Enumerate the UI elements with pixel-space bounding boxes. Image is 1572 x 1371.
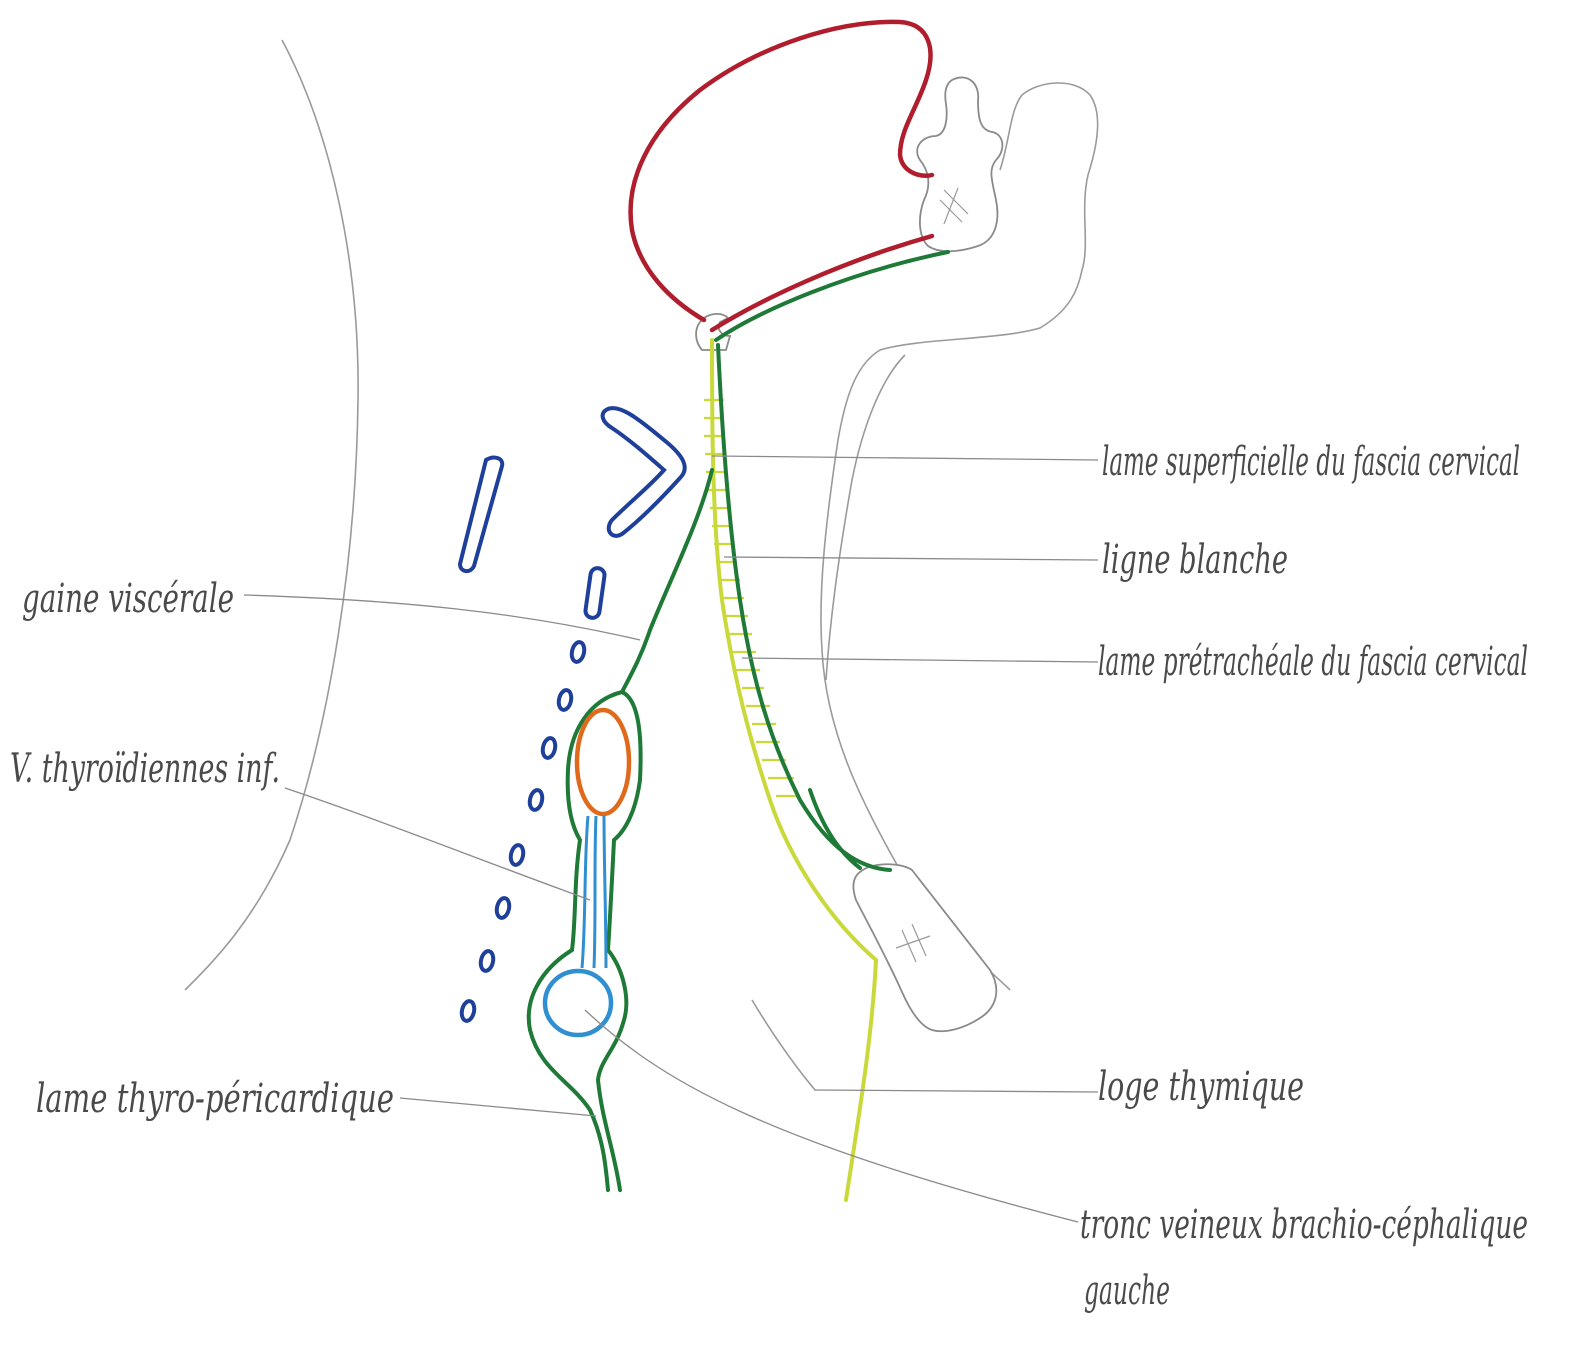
- label-loge-thymique: loge thymique: [1098, 1064, 1304, 1110]
- sternum-bone: [853, 864, 996, 1031]
- inferior-thyroid-veins: [582, 816, 606, 968]
- label-gaine-viscerale: gaine viscérale: [22, 576, 234, 622]
- thyroid-gland: [577, 710, 629, 814]
- label-ligne-blanche: ligne blanche: [1102, 537, 1288, 583]
- label-tronc-veineux-line1: tronc veineux brachio-céphalique: [1080, 1202, 1528, 1248]
- leader-lame-superficielle: [712, 456, 1098, 460]
- leader-lame-pretracheale: [742, 658, 1098, 662]
- sternocleidomastoid-chevron: [603, 408, 685, 536]
- label-lame-pretracheale: lame prétrachéale du fascia cervical: [1098, 639, 1528, 685]
- sternum-line: [752, 1000, 815, 1090]
- pretracheal-lamina-right: [718, 345, 890, 870]
- leader-loge-thymique: [814, 1090, 1098, 1092]
- leader-lame-thyro-pericardique: [400, 1098, 596, 1116]
- inner-neck-line: [826, 355, 905, 680]
- label-lame-superficielle: lame superficielle du fascia cervical: [1102, 439, 1520, 485]
- suprahyoid-muscle-lower: [712, 236, 932, 330]
- pretracheal-lamina-upper: [716, 252, 948, 340]
- brachiocephalic-vein: [545, 971, 611, 1035]
- suprahyoid-muscle-outline: [631, 22, 932, 320]
- leader-v-thyroidiennes: [285, 788, 590, 900]
- superficial-lamina: [712, 340, 876, 1200]
- neck-outline-left: [185, 40, 358, 990]
- leader-ligne-blanche: [724, 557, 1098, 560]
- visceral-sheath-left: [529, 470, 712, 1190]
- leader-gaine-viscerale: [244, 595, 640, 640]
- mandible-bone: [917, 77, 1002, 251]
- label-tronc-veineux-line2: gauche: [1084, 1268, 1170, 1314]
- label-v-thyroidiennes: V. thyroïdiennes inf.: [10, 746, 280, 792]
- label-lame-thyro-pericardique: lame thyro-péricardique: [36, 1076, 394, 1122]
- leader-tronc-veineux: [585, 1010, 1078, 1222]
- superficial-muscle-bar: [460, 458, 502, 572]
